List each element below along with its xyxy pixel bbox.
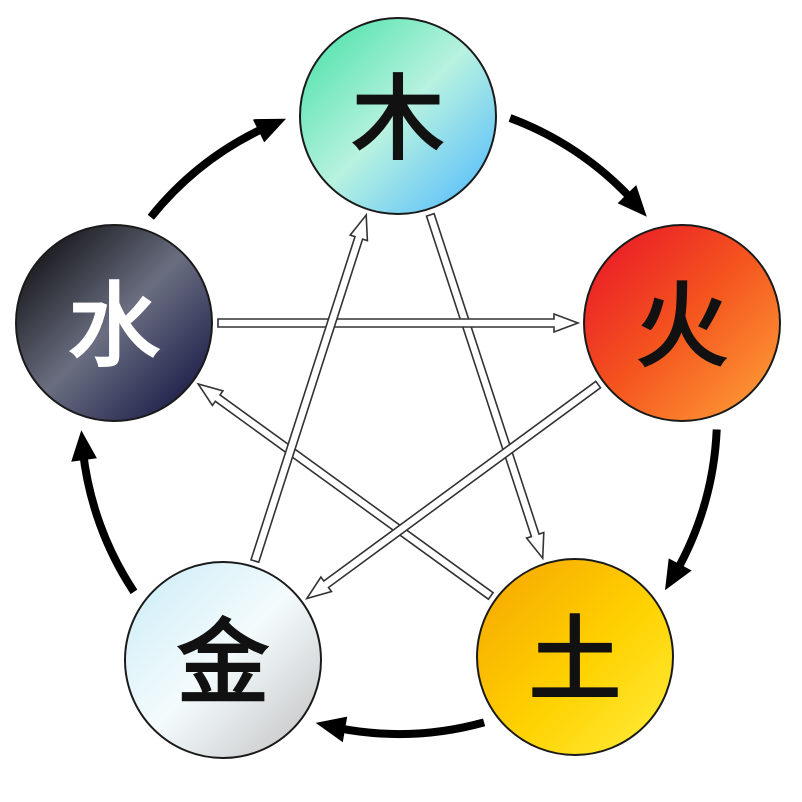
node-circle-metal [124,561,322,759]
overcoming-arrow-fire-to-metal [304,380,602,600]
overcoming-arrow-metal-to-wood [249,212,369,564]
generating-arrow-metal-to-water [78,450,138,595]
element-char-metal: 金 [176,609,270,717]
generating-arrow-wood-to-fire [508,114,637,204]
element-char-water: 水 [68,272,161,380]
generating-arrowhead-earth-to-metal [315,716,348,743]
element-node-wood[interactable]: 木 [299,17,497,215]
generating-arrow-earth-to-metal [335,718,486,738]
element-char-earth: 土 [529,606,621,714]
generating-arrowhead-fire-to-earth [665,558,692,591]
element-node-earth[interactable]: 土 [476,558,674,756]
element-node-metal[interactable]: 金 [124,561,322,759]
generating-arrowhead-metal-to-water [71,430,97,462]
generating-arrowhead-wood-to-fire [617,185,647,217]
node-circle-earth [476,558,674,756]
overcoming-arrow-earth-to-water [196,382,495,601]
generating-cycle [71,114,721,743]
generating-arrowhead-water-to-wood [252,118,286,143]
overcoming-arrow-water-to-fire [217,312,581,334]
element-node-fire[interactable]: 火 [583,224,781,422]
node-circle-fire [583,224,781,422]
overcoming-arrow-wood-to-earth [425,212,545,561]
generating-arrow-fire-to-earth [672,429,721,575]
element-char-fire: 火 [636,272,728,380]
node-circle-wood [299,17,497,215]
generating-arrow-water-to-wood [147,123,269,220]
element-char-wood: 木 [352,65,444,173]
element-node-water[interactable]: 水 [15,224,213,422]
overcoming-cycle [196,212,602,601]
node-circle-water [15,224,213,422]
